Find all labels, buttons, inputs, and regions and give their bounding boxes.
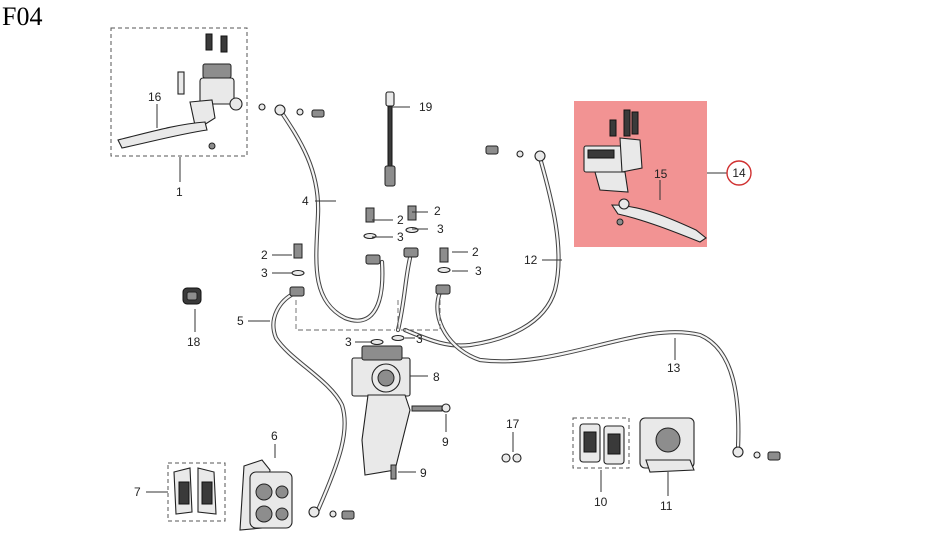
callout-14: 14 (732, 166, 746, 180)
front-caliper-part-6 (239, 459, 293, 531)
sensor-part-19 (384, 91, 396, 187)
callout-12: 12 (524, 253, 538, 267)
callout-3c: 3 (261, 266, 268, 280)
nuts-part-17 (501, 453, 522, 463)
callout-3e: 3 (345, 335, 352, 349)
banjo-bolt-front-caliper (308, 506, 355, 520)
group-box-10 (572, 417, 630, 469)
callout-16: 16 (148, 90, 162, 104)
callout-3d: 3 (475, 264, 482, 278)
callout-9a: 9 (442, 435, 449, 449)
callout-2c: 2 (261, 248, 268, 262)
callout-2d: 2 (472, 245, 479, 259)
callout-8: 8 (433, 370, 440, 384)
banjo-bolt-rear (485, 145, 546, 162)
callout-14-circle (726, 160, 752, 186)
callout-11: 11 (660, 499, 673, 513)
callout-17: 17 (506, 417, 520, 431)
callout-15: 15 (654, 167, 668, 181)
callout-3b: 3 (437, 222, 444, 236)
callout-5: 5 (237, 314, 244, 328)
abs-unit-part-8 (351, 345, 411, 476)
callout-13: 13 (667, 361, 681, 375)
rear-pads-part-10 (579, 423, 625, 465)
routing-dash-1 (295, 300, 395, 331)
front-pads-part-7 (173, 467, 217, 515)
banjo-bolt-top (258, 103, 325, 118)
routing-dash-2 (397, 300, 441, 331)
page-code: F04 (2, 2, 43, 31)
leader-lines (146, 104, 727, 496)
hoses (271, 107, 741, 513)
callout-4: 4 (302, 194, 309, 208)
bolts-and-washers (289, 205, 451, 346)
callout-1: 1 (176, 185, 183, 199)
group-box-1 (110, 27, 248, 157)
callout-3a: 3 (397, 230, 404, 244)
highlight-part-14 (574, 101, 707, 247)
banjo-bolt-rear-caliper (732, 446, 781, 461)
callout-6: 6 (271, 429, 278, 443)
callout-2a: 2 (397, 213, 404, 227)
callout-19: 19 (419, 100, 433, 114)
rear-master-cylinder (583, 109, 707, 243)
group-box-7 (167, 462, 226, 522)
callout-3f: 3 (416, 332, 423, 346)
callout-10: 10 (594, 495, 608, 509)
callout-2b: 2 (434, 204, 441, 218)
callout-9b: 9 (420, 466, 427, 480)
bolt-part-9 (390, 403, 451, 480)
callout-18: 18 (187, 335, 201, 349)
grommet-part-18 (182, 287, 202, 305)
front-master-cylinder (117, 33, 243, 150)
callout-7: 7 (134, 485, 141, 499)
rear-caliper-part-11 (639, 417, 695, 473)
